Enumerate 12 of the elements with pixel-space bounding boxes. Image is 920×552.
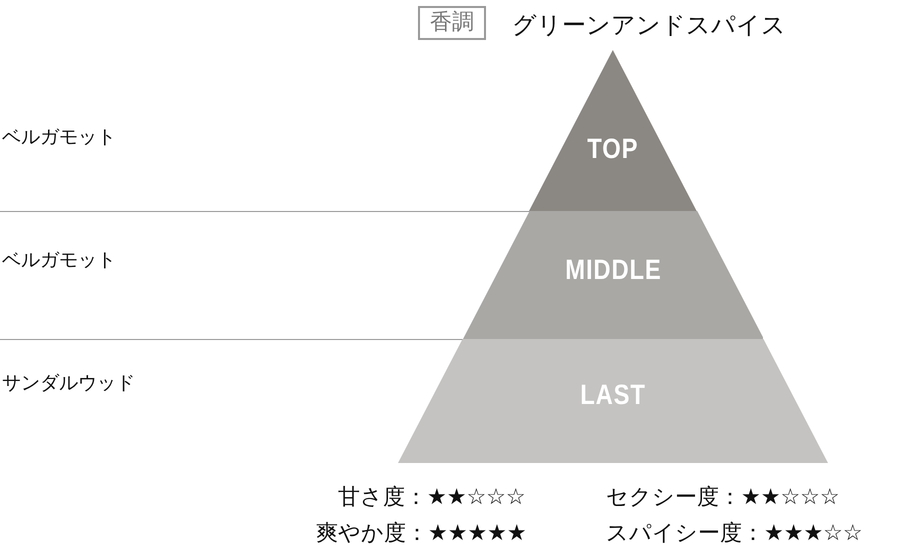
rating-text: 爽やか度：★★★★★ (316, 520, 527, 548)
rating-text: スパイシー度：★★★☆☆ (606, 520, 863, 548)
note-text: ベルガモット (2, 125, 116, 150)
tier-label: MIDDLE (564, 254, 662, 286)
category-tag: 香調 (418, 6, 486, 40)
note-text: サンダルウッド (2, 371, 135, 396)
rating-text: セクシー度：★★☆☆☆ (606, 484, 840, 512)
title: グリーンアンドスパイス (512, 10, 786, 41)
tier-label: TOP (586, 133, 640, 165)
rating-text: 甘さ度：★★☆☆☆ (338, 484, 526, 512)
note-text: ベルガモット (2, 248, 116, 273)
tier-label: LAST (579, 379, 647, 411)
